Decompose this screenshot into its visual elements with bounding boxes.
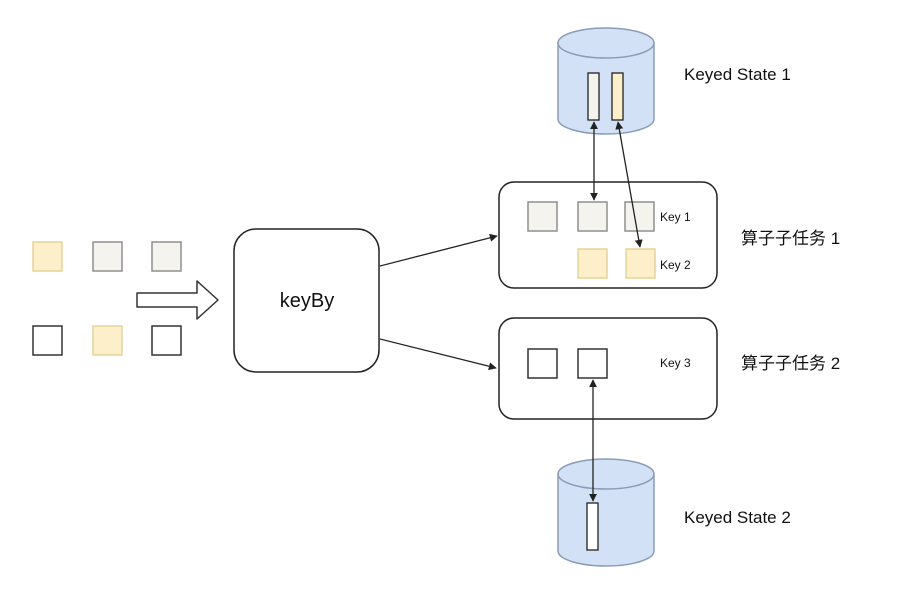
keyed-state-1-label: Keyed State 1 [684, 65, 791, 84]
subtask-2-box [498, 317, 718, 420]
input-record-key3 [151, 325, 182, 356]
subtask-1-record-key2 [577, 248, 608, 279]
arrow-keyby-to-subtask-2 [379, 338, 497, 371]
subtask-2-record-key3 [577, 348, 608, 379]
keyed-state-2-top [557, 458, 655, 490]
arrow-keyby-to-subtask-1 [379, 233, 498, 267]
subtask-1-record-key1 [577, 201, 608, 232]
state-access-key2 [615, 121, 643, 248]
keyed-state-2-body [557, 474, 655, 567]
keyed-state-2-slot-key3 [586, 502, 599, 551]
keyed-state-1-body [557, 43, 655, 135]
input-record-key1 [151, 241, 182, 272]
key-2-label: Key 2 [660, 258, 691, 272]
subtask-2-record-key3 [527, 348, 558, 379]
key-1-label: Key 1 [660, 210, 691, 224]
keyby-operator: keyBy [233, 228, 380, 373]
keyed-state-1-top [557, 27, 655, 59]
input-record-key2 [32, 241, 63, 272]
keyby-box [233, 228, 380, 373]
input-record-key1 [92, 241, 123, 272]
keyed-state-1-database-icon [557, 27, 655, 135]
keyby-label: keyBy [280, 290, 334, 312]
input-records [32, 241, 182, 356]
keyed-state-1-slot-key1 [587, 72, 600, 121]
keyed-state-2-label: Keyed State 2 [684, 508, 791, 527]
subtask-1-box [498, 181, 718, 289]
subtask-1-label: 算子子任务 1 [741, 229, 840, 248]
input-flow-arrow [136, 280, 219, 320]
subtask-1: Key 1 Key 2 [498, 181, 718, 289]
key-3-label: Key 3 [660, 356, 691, 370]
keyed-state-2-database-icon [557, 458, 655, 567]
subtask-2: Key 3 [498, 317, 718, 420]
subtask-1-record-key2 [625, 248, 656, 279]
keyed-state-1-slot-key2 [611, 72, 624, 121]
subtask-1-record-key1 [624, 201, 655, 232]
input-record-key2 [92, 325, 123, 356]
subtask-1-record-key1 [527, 201, 558, 232]
subtask-2-label: 算子子任务 2 [741, 354, 840, 373]
input-record-key3 [32, 325, 63, 356]
